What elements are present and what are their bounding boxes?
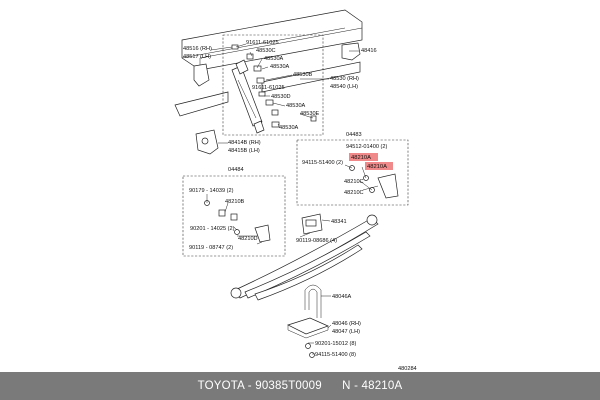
label-48530E: 48530E [300,111,320,117]
frame-rail [174,9,363,117]
leader-lines [206,43,379,355]
label-90201-14025: 90201 - 14025 (2) [190,226,235,232]
label-48210D: 48210D [238,236,258,242]
spring-hanger-bracket [193,42,361,155]
label-48516-rh: 48516 (RH) [183,46,212,52]
bump-stopper [301,213,323,235]
label-48530A-mid: 48530A [270,64,290,70]
label-48414B-rh: 48414B (RH) [228,140,261,146]
label-90119-08747: 90119 - 08747 (2) [189,245,233,251]
spring-seat-plate [287,317,329,358]
label-48540-lh: 48540 (LH) [330,84,358,90]
label-48210C-lower: 48210C [344,190,364,196]
label-94115-51400-lower: 94115-51400 (8) [315,352,356,358]
label-48210A-highlight-1: 48210A [351,155,371,161]
label-48517-lh: 48517 (LH) [183,54,211,60]
label-48210B: 48210B [225,199,245,205]
label-48046-rh: 48046 (RH) [332,321,361,327]
label-48210A-highlight-2: 48210A [367,164,387,170]
label-48530A-lower: 48530A [286,103,306,109]
shock-absorber [231,59,265,134]
label-90201-15012: 90201-15012 (8) [315,341,357,347]
highlight-48210A-2 [365,162,393,170]
label-48530-rh: 48530 (RH) [330,76,359,82]
shackle-group-box-04483 [296,139,409,206]
label-diagram-number: 480284 [398,366,417,372]
label-48415B-lh: 48415B (LH) [228,148,260,154]
highlight-48210A-1 [349,153,378,161]
label-04483: 04483 [346,132,362,138]
label-48416: 48416 [361,48,377,54]
label-48046A: 48046A [332,294,352,300]
part-number-caption: TOYOTA - 90385T0009 N - 48210A [197,380,403,392]
label-48530A-top: 48530A [264,56,284,62]
u-bolt [304,284,322,318]
part-info-footer: TOYOTA - 90385T0009 N - 48210A [0,372,600,400]
label-94512-01400: 94512-01400 (2) [346,144,388,150]
shock-bracket-box [222,34,324,136]
label-48530A-bottom: 48530A [279,125,299,131]
label-48530D: 48530D [271,94,291,100]
shackle-group-box-04484 [182,175,286,257]
label-94115-51400-upper: 94115-51400 (2) [302,160,343,166]
leaf-spring [230,214,379,301]
label-48047-lh: 48047 (LH) [332,329,360,335]
label-91611-61025-top: 91611-61025 [246,40,279,46]
label-48341: 48341 [331,219,347,225]
label-48530C: 48530C [256,48,276,54]
label-48210C-upper: 48210C [344,179,364,185]
shackle-04484-parts [204,200,271,243]
label-90179-14039: 90179 - 14039 (2) [189,188,234,194]
label-91611-61025-mid: 91611-61025 [252,85,285,91]
label-90119-08686: 90119-08686 (4) [296,238,337,244]
label-48530B: 48530B [293,72,313,78]
label-04484: 04484 [228,167,244,173]
